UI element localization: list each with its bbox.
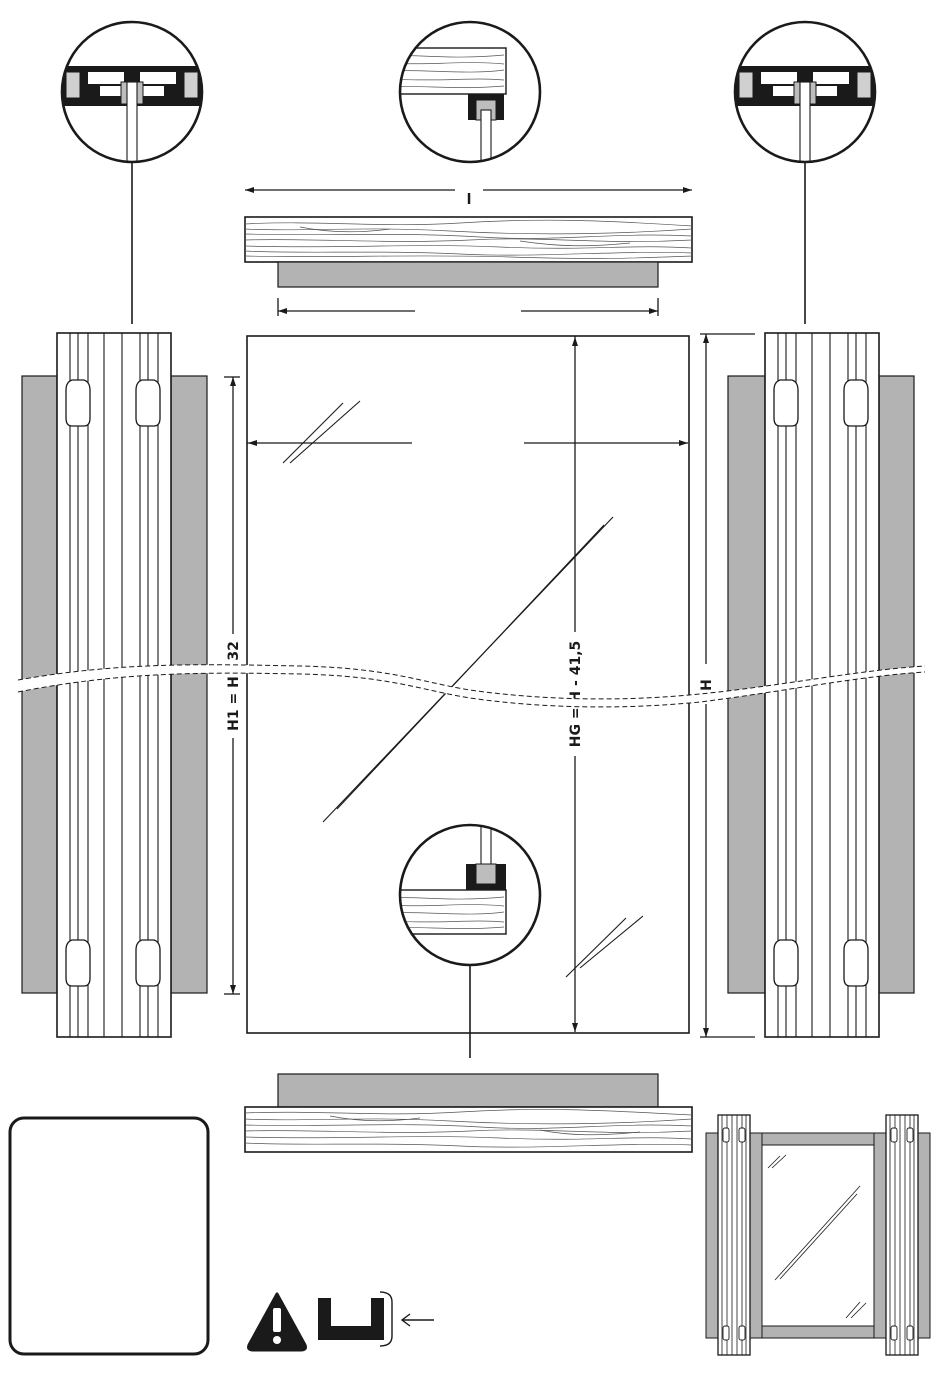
u-profile-icon [318,1298,384,1340]
arrow-left-icon [402,1314,434,1326]
top-wood-rail [245,217,692,262]
top-bar: l [245,180,692,316]
frame-height-label: H [699,679,715,691]
detail-top-left [60,22,210,172]
warning-triangle-icon [249,1294,306,1350]
glass-height-label: HG = H - 41,5 [568,641,584,748]
top-seal-strip [278,262,658,287]
note-box [10,1118,208,1354]
detail-top-center [390,22,540,180]
bottom-bar [245,1074,692,1152]
top-length-label: l [467,192,472,208]
detail-top-right [733,22,883,172]
side-height-label: H1 = H - 32 [226,641,242,731]
bottom-wood-rail [245,1107,692,1152]
bottom-seal-strip [278,1074,658,1107]
assembled-frame-thumbnail [706,1115,930,1355]
